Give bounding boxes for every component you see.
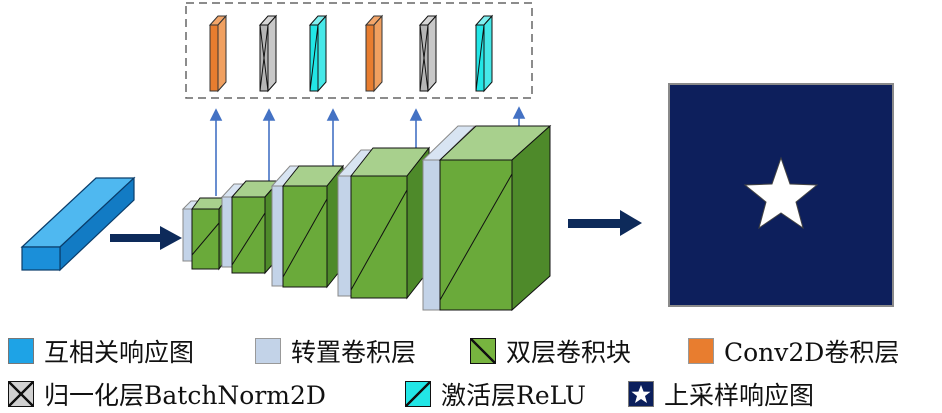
transpose-conv-swatch bbox=[255, 338, 281, 364]
relu-layer-1 bbox=[308, 14, 328, 93]
response-map-input bbox=[20, 176, 136, 272]
legend-item-response-map: 互相关响应图 bbox=[8, 333, 194, 369]
legend-label: 双层卷积块 bbox=[506, 338, 632, 367]
batchnorm-layer-2 bbox=[418, 14, 438, 93]
legend-item-double-conv: 双层卷积块 bbox=[470, 333, 631, 369]
upsample-stage-1 bbox=[181, 196, 228, 271]
legend-label: 互相关响应图 bbox=[44, 338, 195, 367]
detail-connectors bbox=[209, 106, 526, 196]
star-icon bbox=[631, 385, 651, 403]
conv2d-swatch bbox=[688, 338, 714, 364]
legend-label: 上采样响应图 bbox=[664, 381, 815, 410]
legend-label: 归一化层BatchNorm2D bbox=[44, 381, 326, 410]
upsample-swatch bbox=[628, 381, 654, 407]
batchnorm-layer-1 bbox=[258, 14, 278, 93]
upsample-stage-3 bbox=[270, 164, 345, 289]
relu-layer-2 bbox=[474, 14, 494, 93]
response-map-swatch bbox=[8, 338, 34, 364]
upsampled-response-map bbox=[668, 83, 894, 307]
legend-label: 激活层ReLU bbox=[441, 381, 586, 410]
upsample-stage-4 bbox=[336, 146, 431, 300]
flow-arrow-2 bbox=[568, 210, 642, 236]
legend-item-batchnorm: 归一化层BatchNorm2D bbox=[8, 376, 326, 412]
legend-item-transpose-conv: 转置卷积层 bbox=[255, 333, 416, 369]
conv2d-layer-1 bbox=[208, 14, 228, 93]
upsample-stage-2 bbox=[220, 179, 281, 275]
double-conv-swatch bbox=[470, 338, 496, 364]
conv2d-layer-2 bbox=[364, 14, 384, 93]
relu-swatch bbox=[405, 381, 431, 407]
star-icon bbox=[743, 156, 819, 230]
double-conv-detail-box bbox=[185, 2, 533, 99]
upsample-stage-5 bbox=[421, 124, 552, 312]
legend-item-conv2d: Conv2D卷积层 bbox=[688, 333, 899, 369]
legend-label: 转置卷积层 bbox=[291, 338, 417, 367]
flow-arrow-1 bbox=[110, 226, 182, 250]
legend-label: Conv2D卷积层 bbox=[724, 338, 900, 367]
legend-item-upsample: 上采样响应图 bbox=[628, 376, 814, 412]
batchnorm-swatch bbox=[8, 381, 34, 407]
legend-item-relu: 激活层ReLU bbox=[405, 376, 586, 412]
